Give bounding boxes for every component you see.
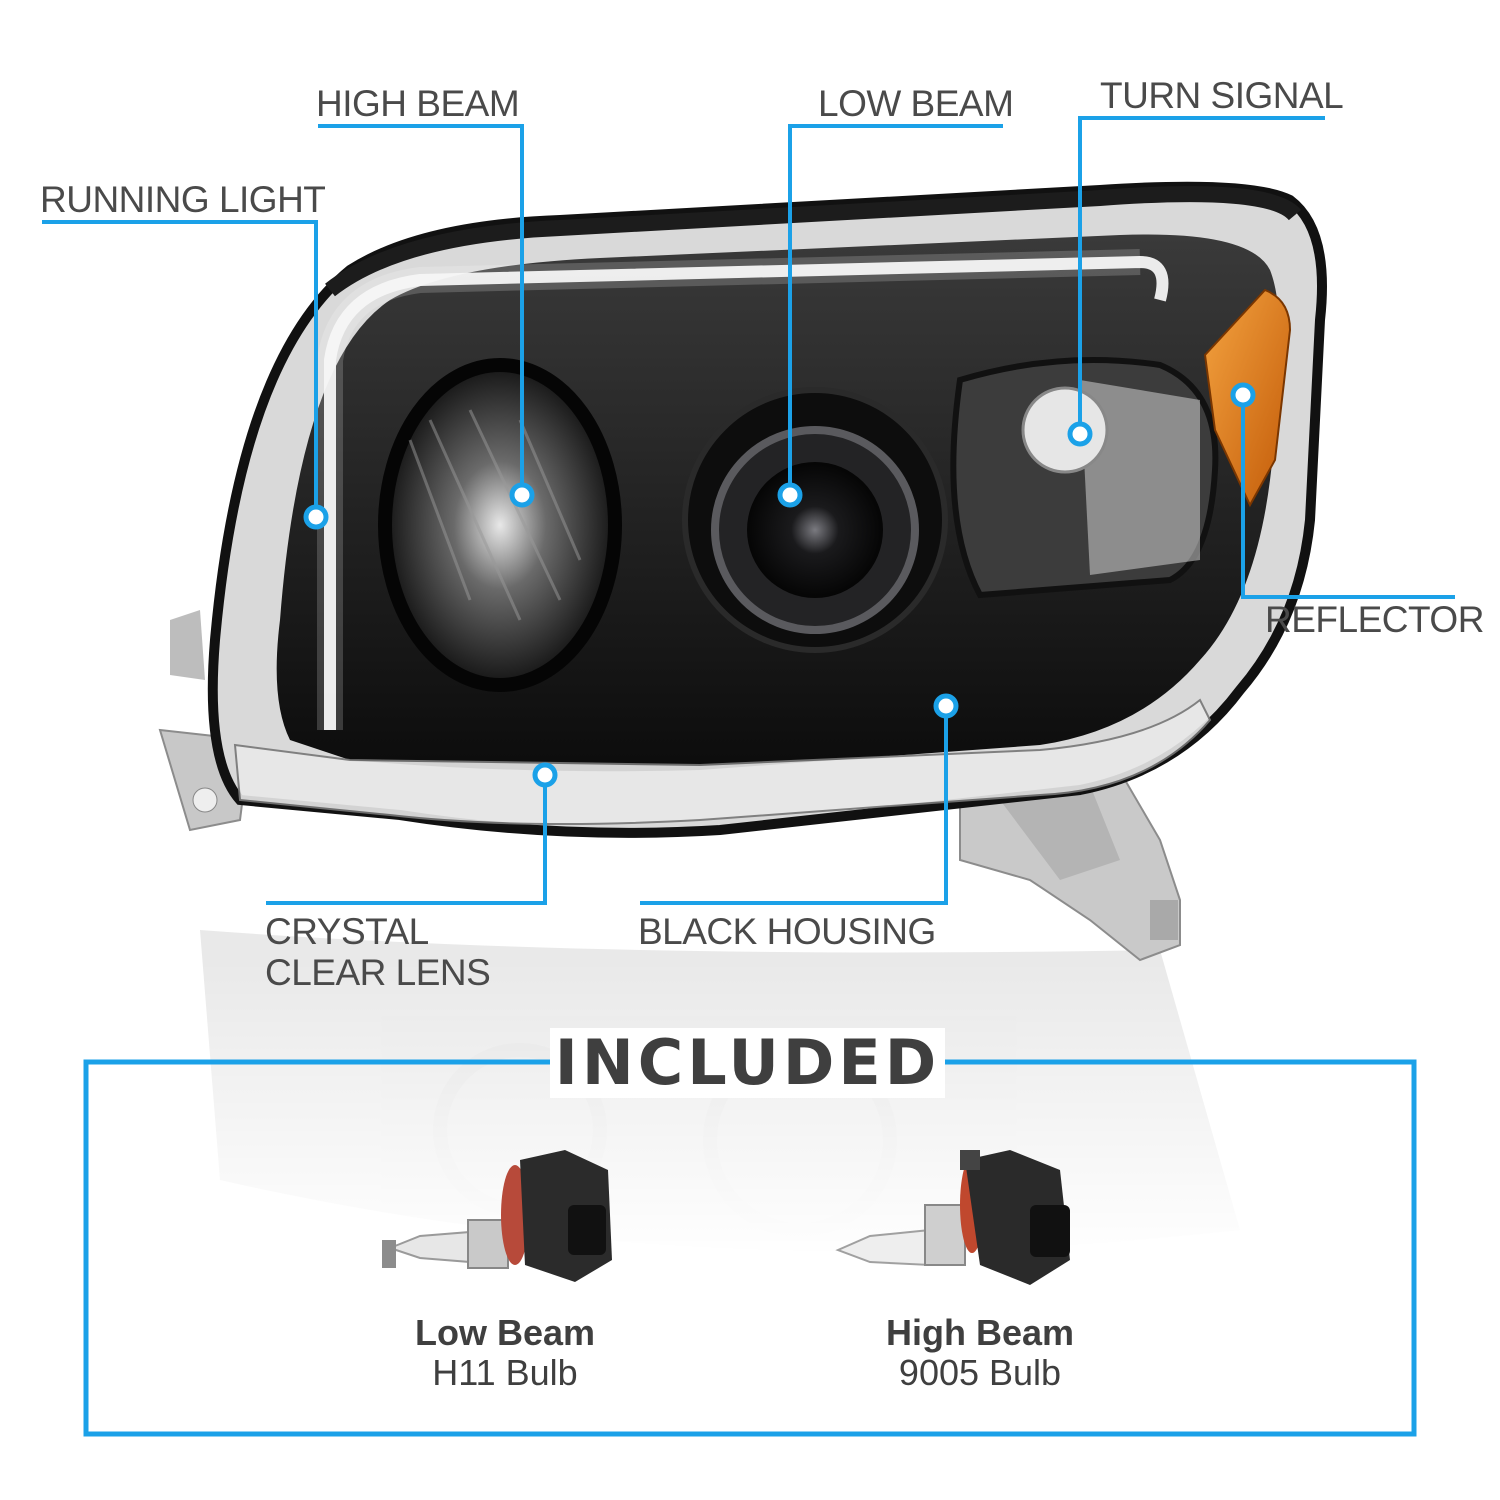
low-beam-dot	[777, 482, 803, 508]
9005-bulb-icon	[835, 1150, 1070, 1285]
high-beam-bulb-caption: High Beam 9005 Bulb	[820, 1313, 1140, 1393]
low-beam-label: LOW BEAM	[818, 83, 1014, 124]
high-beam-dot	[509, 482, 535, 508]
black-housing-dot	[933, 693, 959, 719]
bulb-name: High Beam	[885, 1312, 1075, 1353]
running-light-bar	[324, 255, 1169, 730]
running-light-label: RUNNING LIGHT	[40, 179, 326, 220]
callout-lines	[42, 116, 1455, 905]
crystal-lens-label-line1: CRYSTAL	[265, 911, 429, 952]
included-title: INCLUDED	[550, 1028, 945, 1098]
turn-signal-label: TURN SIGNAL	[1100, 75, 1344, 116]
crystal-lens-dot	[532, 762, 558, 788]
turn-signal-chamber	[950, 357, 1219, 599]
clear-lens-strip	[233, 698, 1212, 825]
reflector-label: REFLECTOR	[1265, 599, 1484, 640]
low-beam-projector	[682, 387, 948, 653]
high-beam-label: HIGH BEAM	[316, 83, 520, 124]
h11-bulb-icon	[382, 1150, 612, 1282]
bulb-name: Low Beam	[414, 1312, 596, 1353]
bulb-type: H11 Bulb	[432, 1352, 578, 1393]
high-beam-reflector	[378, 358, 622, 692]
callout-dots	[303, 382, 1256, 788]
low-beam-bulb-caption: Low Beam H11 Bulb	[345, 1313, 665, 1393]
turn-signal-dot	[1067, 421, 1093, 447]
bulb-type: 9005 Bulb	[898, 1352, 1062, 1393]
reflector-dot	[1230, 382, 1256, 408]
black-housing-label: BLACK HOUSING	[638, 911, 936, 952]
crystal-lens-label-line2: CLEAR LENS	[265, 952, 491, 993]
running-light-dot	[303, 504, 329, 530]
